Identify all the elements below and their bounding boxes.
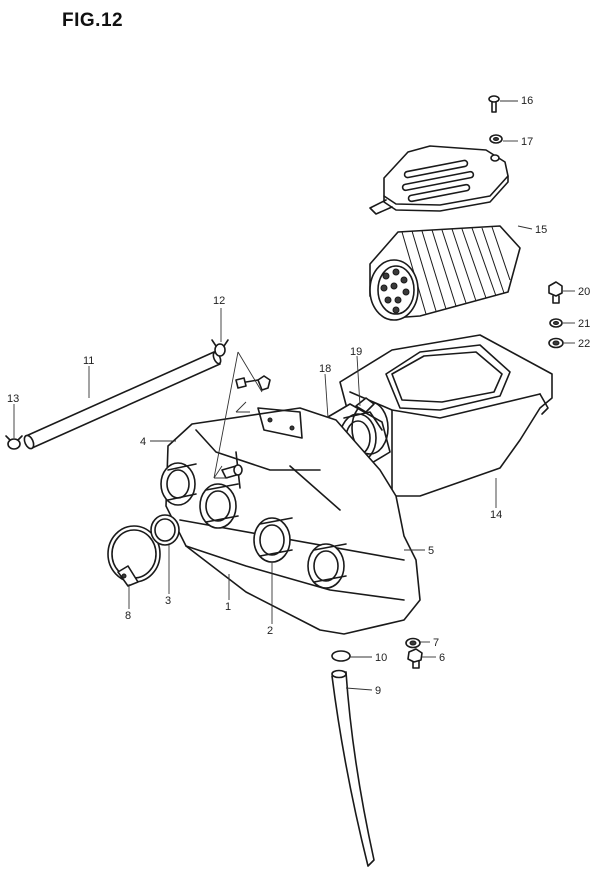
clamp-band [351,397,389,455]
washer-icon [549,318,563,328]
part-label-19: 19 [350,346,362,358]
part-label-20: 20 [578,286,590,298]
part-label-11: 11 [83,355,94,367]
hose-clip [5,435,23,450]
washer-icon [548,337,564,349]
intake-housing [165,407,421,635]
part-label-12: 12 [213,295,225,307]
screw-icon [235,375,271,391]
intake-boot [307,543,347,589]
bolt-icon [548,281,563,304]
screw-icon [407,648,423,669]
drain-cap [331,650,351,662]
air-cleaner-case [339,334,553,497]
washer-icon [489,134,503,144]
part-label-6: 6 [439,652,445,664]
figure-title: FIG.12 [62,10,124,31]
washer-icon [405,637,421,649]
drain-hose [331,669,375,867]
part-label-3: 3 [165,595,171,607]
intake-boot [199,483,239,529]
part-label-10: 10 [375,652,387,664]
part-label-16: 16 [521,95,533,107]
hose-nipple [221,464,243,479]
part-label-9: 9 [375,685,381,697]
part-label-8: 8 [125,610,131,622]
part-label-21: 21 [578,318,590,330]
intake-boot [253,517,293,563]
screw-icon [488,95,500,113]
air-filter-element [369,225,521,321]
part-label-4: 4 [140,436,146,448]
part-label-18: 18 [319,363,331,375]
filter-cover-plate [369,145,509,215]
hose-clamp [107,525,161,587]
leader-arrow [213,465,228,479]
part-label-22: 22 [578,338,590,350]
intake-boot [160,462,197,506]
band-ring [150,514,180,546]
part-label-14: 14 [490,509,502,521]
part-label-13: 13 [7,393,19,405]
part-label-17: 17 [521,136,533,148]
leader-arrow [235,401,250,413]
leader-line [213,351,263,479]
hose-clip [211,339,229,357]
part-label-7: 7 [433,637,439,649]
part-label-15: 15 [535,224,547,236]
leader-lines [13,100,575,691]
part-label-2: 2 [267,625,273,637]
part-label-5: 5 [428,545,434,557]
part-labels: 16 17 15 20 21 22 12 11 19 18 13 4 14 5 … [7,95,590,697]
part-label-1: 1 [225,601,231,613]
